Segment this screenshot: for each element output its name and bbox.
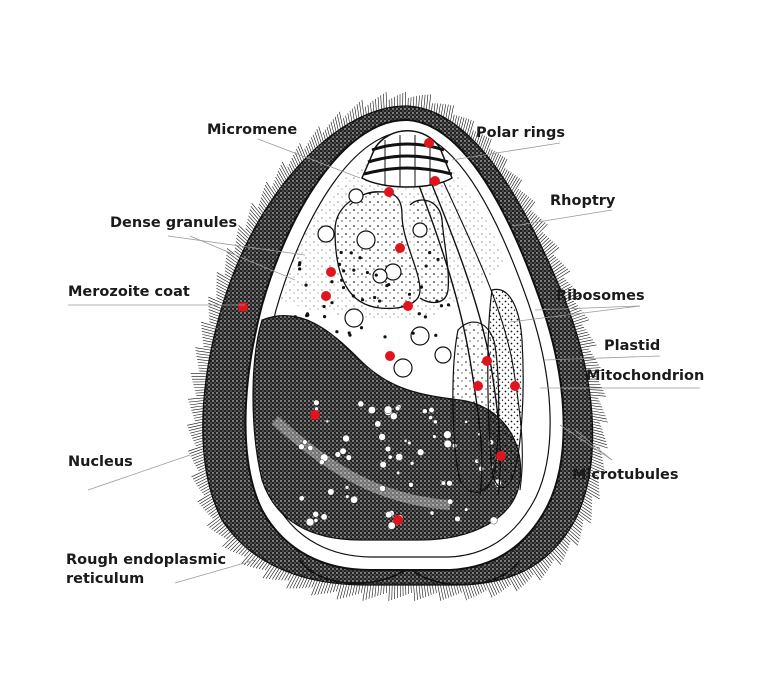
ribosomes [293, 250, 451, 339]
diagram-labels: Micromene Polar rings Rhoptry Dense gran… [66, 122, 704, 587]
rhoptry [334, 191, 450, 310]
label-polar-rings: Polar rings [476, 125, 565, 141]
label-merozoite-coat: Merozoite coat [68, 284, 190, 300]
mitochondrion [487, 288, 524, 489]
label-micromene: Micromene [207, 122, 297, 138]
leader-lines [68, 138, 700, 584]
label-mitochondrion: Mitochondrion [586, 368, 704, 384]
nucleus [252, 315, 522, 541]
dense-granules [317, 188, 452, 378]
label-microtubules: Microtubules [572, 467, 679, 483]
label-rhoptry: Rhoptry [550, 193, 616, 209]
label-rough-er-line2: reticulum [66, 571, 144, 587]
label-ribosomes: Ribosomes [556, 288, 645, 304]
label-nucleus: Nucleus [68, 454, 133, 470]
label-rough-er-line1: Rough endoplasmic [66, 552, 226, 568]
label-plastid: Plastid [604, 338, 660, 354]
label-dense-granules: Dense granules [110, 215, 237, 231]
red-markers [238, 138, 520, 525]
